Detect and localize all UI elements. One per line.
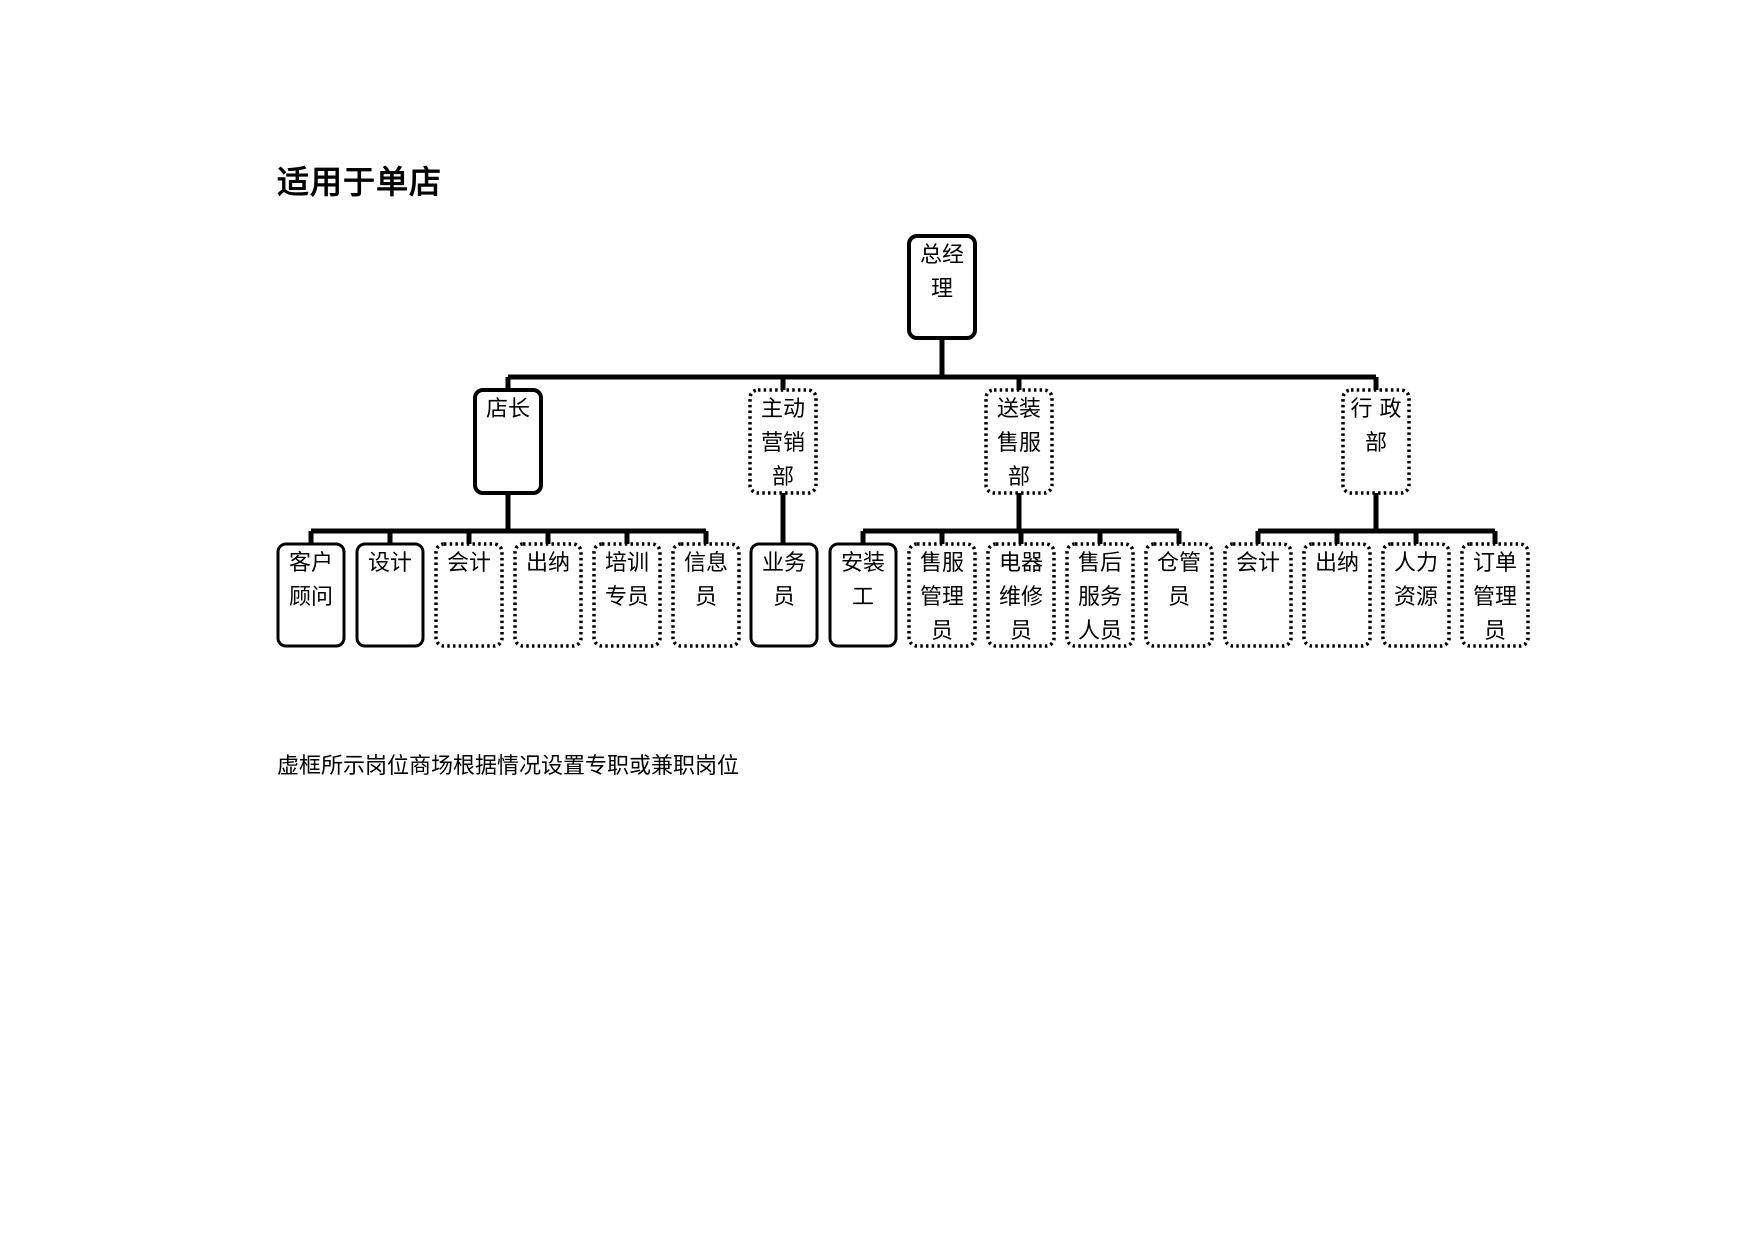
- org-node-information-clerk: 信息员: [671, 542, 741, 648]
- org-box-label: 主动: [761, 397, 805, 422]
- org-box-label: 人员: [1078, 619, 1122, 644]
- org-box-label: 营销: [761, 431, 805, 456]
- org-box-label: 部: [1365, 431, 1387, 456]
- org-node-store-manager: 店长: [473, 388, 543, 495]
- org-box: [749, 542, 819, 648]
- org-box-label: 仓管: [1157, 551, 1201, 576]
- org-box: [1341, 388, 1411, 495]
- org-box-label: 会计: [1236, 551, 1280, 576]
- org-box-label: 业务: [762, 551, 806, 576]
- org-box: [473, 388, 543, 495]
- org-box: [276, 542, 346, 648]
- org-box-label: 员: [1484, 619, 1506, 644]
- footnote: 虚框所示岗位商场根据情况设置专职或兼职岗位: [277, 754, 740, 779]
- org-box: [1381, 542, 1451, 648]
- org-box-label: 培训: [605, 551, 649, 576]
- org-box-label: 安装: [841, 551, 885, 576]
- org-box-label: 出纳: [526, 551, 570, 576]
- org-box: [748, 388, 818, 495]
- org-node-installer: 安装工: [828, 542, 898, 648]
- org-node-cashier-1: 出纳: [513, 542, 583, 648]
- org-box: [828, 542, 898, 648]
- org-box-label: 管理: [920, 585, 964, 610]
- org-box: [1144, 542, 1214, 648]
- org-box-label: 员: [695, 585, 717, 610]
- org-box-label: 售后: [1078, 551, 1122, 576]
- org-box-label: 维修: [999, 585, 1043, 610]
- org-node-sales-rep: 业务员: [749, 542, 819, 648]
- org-box-label: 行 政: [1351, 397, 1402, 422]
- org-node-design: 设计: [355, 542, 425, 648]
- org-box-label: 售服: [997, 431, 1041, 456]
- org-node-accounting-1: 会计: [434, 542, 504, 648]
- org-box: [434, 542, 504, 648]
- org-box-label: 电器: [999, 551, 1043, 576]
- org-nodes: 总经理店长客户顾问设计会计出纳培训专员信息员主动营销部业务员送装售服部安装工售服…: [276, 234, 1530, 648]
- org-box: [355, 542, 425, 648]
- org-box-label: 员: [1010, 619, 1032, 644]
- org-node-accounting-2: 会计: [1223, 542, 1293, 648]
- org-box-label: 服务: [1078, 585, 1122, 610]
- org-box: [986, 542, 1056, 648]
- org-box-label: 送装: [997, 397, 1041, 422]
- org-box: [671, 542, 741, 648]
- org-box-label: 管理: [1473, 585, 1517, 610]
- org-node-warehouse-keeper: 仓管员: [1144, 542, 1214, 648]
- org-box: [1065, 542, 1135, 648]
- org-box-label: 店长: [486, 397, 530, 422]
- org-node-administration: 行 政部: [1341, 388, 1411, 495]
- org-box: [1223, 542, 1293, 648]
- org-box: [984, 388, 1054, 495]
- org-box-label: 总经: [920, 243, 964, 268]
- org-box-label: 员: [1168, 585, 1190, 610]
- org-box-label: 售服: [920, 551, 964, 576]
- org-box-label: 资源: [1394, 585, 1438, 610]
- org-box: [1302, 542, 1372, 648]
- org-node-gm: 总经理: [907, 234, 977, 340]
- org-box-label: 信息: [684, 551, 728, 576]
- connector-lines: [308, 338, 1498, 544]
- org-box-label: 设计: [368, 551, 412, 576]
- org-box-label: 员: [931, 619, 953, 644]
- org-box-label: 部: [1008, 465, 1030, 490]
- org-box: [907, 542, 977, 648]
- org-box-label: 人力: [1394, 551, 1438, 576]
- org-box-label: 员: [773, 585, 795, 610]
- org-box-label: 订单: [1473, 551, 1517, 576]
- org-box-label: 理: [931, 277, 953, 302]
- org-box-label: 客户: [289, 551, 333, 576]
- page-title: 适用于单店: [277, 163, 443, 201]
- org-node-cashier-2: 出纳: [1302, 542, 1372, 648]
- org-box-label: 顾问: [289, 585, 333, 610]
- org-box-label: 专员: [605, 585, 649, 610]
- org-box: [592, 542, 662, 648]
- org-box: [1460, 542, 1530, 648]
- org-box-label: 部: [772, 465, 794, 490]
- org-box-label: 出纳: [1315, 551, 1359, 576]
- org-box-label: 会计: [447, 551, 491, 576]
- org-box-label: 工: [852, 585, 874, 610]
- org-box: [513, 542, 583, 648]
- org-box: [907, 234, 977, 340]
